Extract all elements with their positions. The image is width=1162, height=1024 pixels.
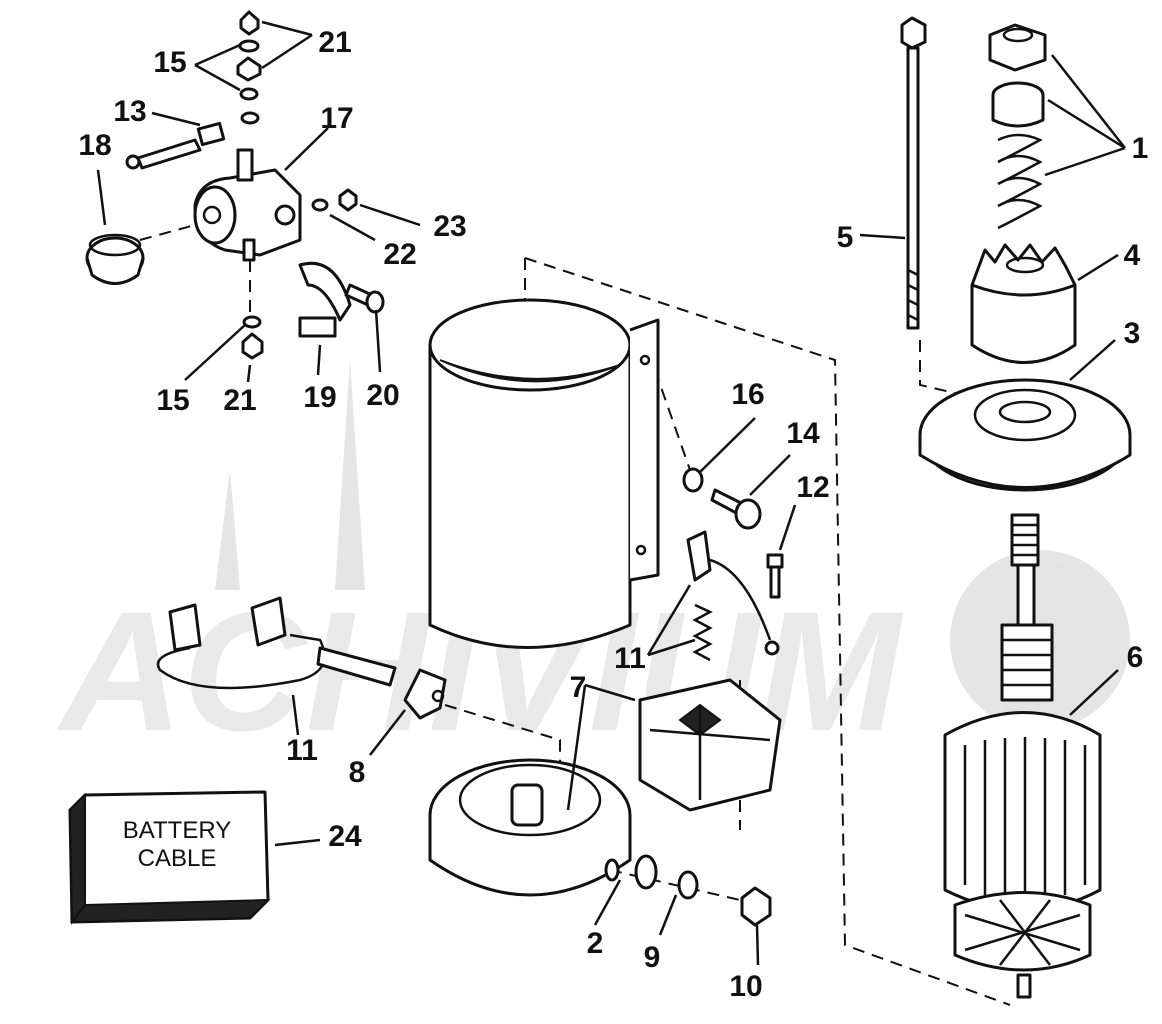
part-lower-end-cap xyxy=(428,758,632,897)
callout-4: 4 xyxy=(1124,239,1141,272)
callout-6: 6 xyxy=(1127,641,1144,674)
washer-nut-right xyxy=(311,188,358,212)
part-solenoid xyxy=(193,148,302,262)
callout-11-left: 11 xyxy=(286,734,318,767)
hardware-16-14-12 xyxy=(682,467,784,599)
callout-5: 5 xyxy=(837,221,854,254)
part-battery-cable-box: BATTERY CABLE xyxy=(68,790,271,925)
part-drive-end-cap xyxy=(918,378,1132,492)
part-frame-housing xyxy=(428,298,660,649)
part-through-bolt xyxy=(900,16,927,330)
callout-12: 12 xyxy=(796,471,829,504)
callout-9: 9 xyxy=(644,941,661,974)
callout-21-top: 21 xyxy=(318,26,351,59)
callout-22: 22 xyxy=(383,238,416,271)
callout-23: 23 xyxy=(433,210,466,243)
nuts-washers-bottom xyxy=(241,315,264,360)
callout-3: 3 xyxy=(1124,317,1141,350)
callout-10: 10 xyxy=(729,970,762,1003)
hardware-2-9-10 xyxy=(634,854,772,927)
callout-15-bottom: 15 xyxy=(156,384,189,417)
part-drive-hardware xyxy=(988,23,1047,230)
part-terminal-stud xyxy=(125,121,226,170)
callout-11-right: 11 xyxy=(614,642,646,675)
callout-16: 16 xyxy=(731,378,764,411)
part-bracket xyxy=(298,262,352,338)
callout-14: 14 xyxy=(786,417,820,450)
part-screw-20 xyxy=(344,283,385,314)
callout-20: 20 xyxy=(366,379,399,412)
part-brush-holder xyxy=(638,678,782,812)
leader-lines xyxy=(96,20,1126,966)
callout-24: 24 xyxy=(328,820,362,853)
callout-2: 2 xyxy=(587,927,604,960)
callout-7: 7 xyxy=(570,671,587,704)
nuts-washers-top xyxy=(236,10,262,125)
callout-17: 17 xyxy=(320,102,353,135)
box-label-line-2: CABLE xyxy=(138,845,217,872)
callout-1: 1 xyxy=(1132,132,1149,165)
callout-18: 18 xyxy=(78,129,111,162)
part-brush-lead-left xyxy=(156,596,397,690)
callout-19: 19 xyxy=(303,381,336,414)
part-brush-spring-right xyxy=(686,530,780,662)
part-terminal-block xyxy=(403,668,447,720)
box-label-line-1: BATTERY xyxy=(123,817,231,844)
part-drive-pinion xyxy=(970,243,1077,364)
callout-13: 13 xyxy=(113,95,146,128)
callout-labels: 1 2 3 4 5 6 7 8 9 10 11 11 12 13 14 15 1… xyxy=(78,26,1148,1003)
callout-8: 8 xyxy=(349,756,366,789)
callout-15-top: 15 xyxy=(153,46,186,79)
part-armature xyxy=(943,513,1102,999)
callout-21-bottom: 21 xyxy=(223,384,256,417)
part-sleeve xyxy=(85,233,145,285)
